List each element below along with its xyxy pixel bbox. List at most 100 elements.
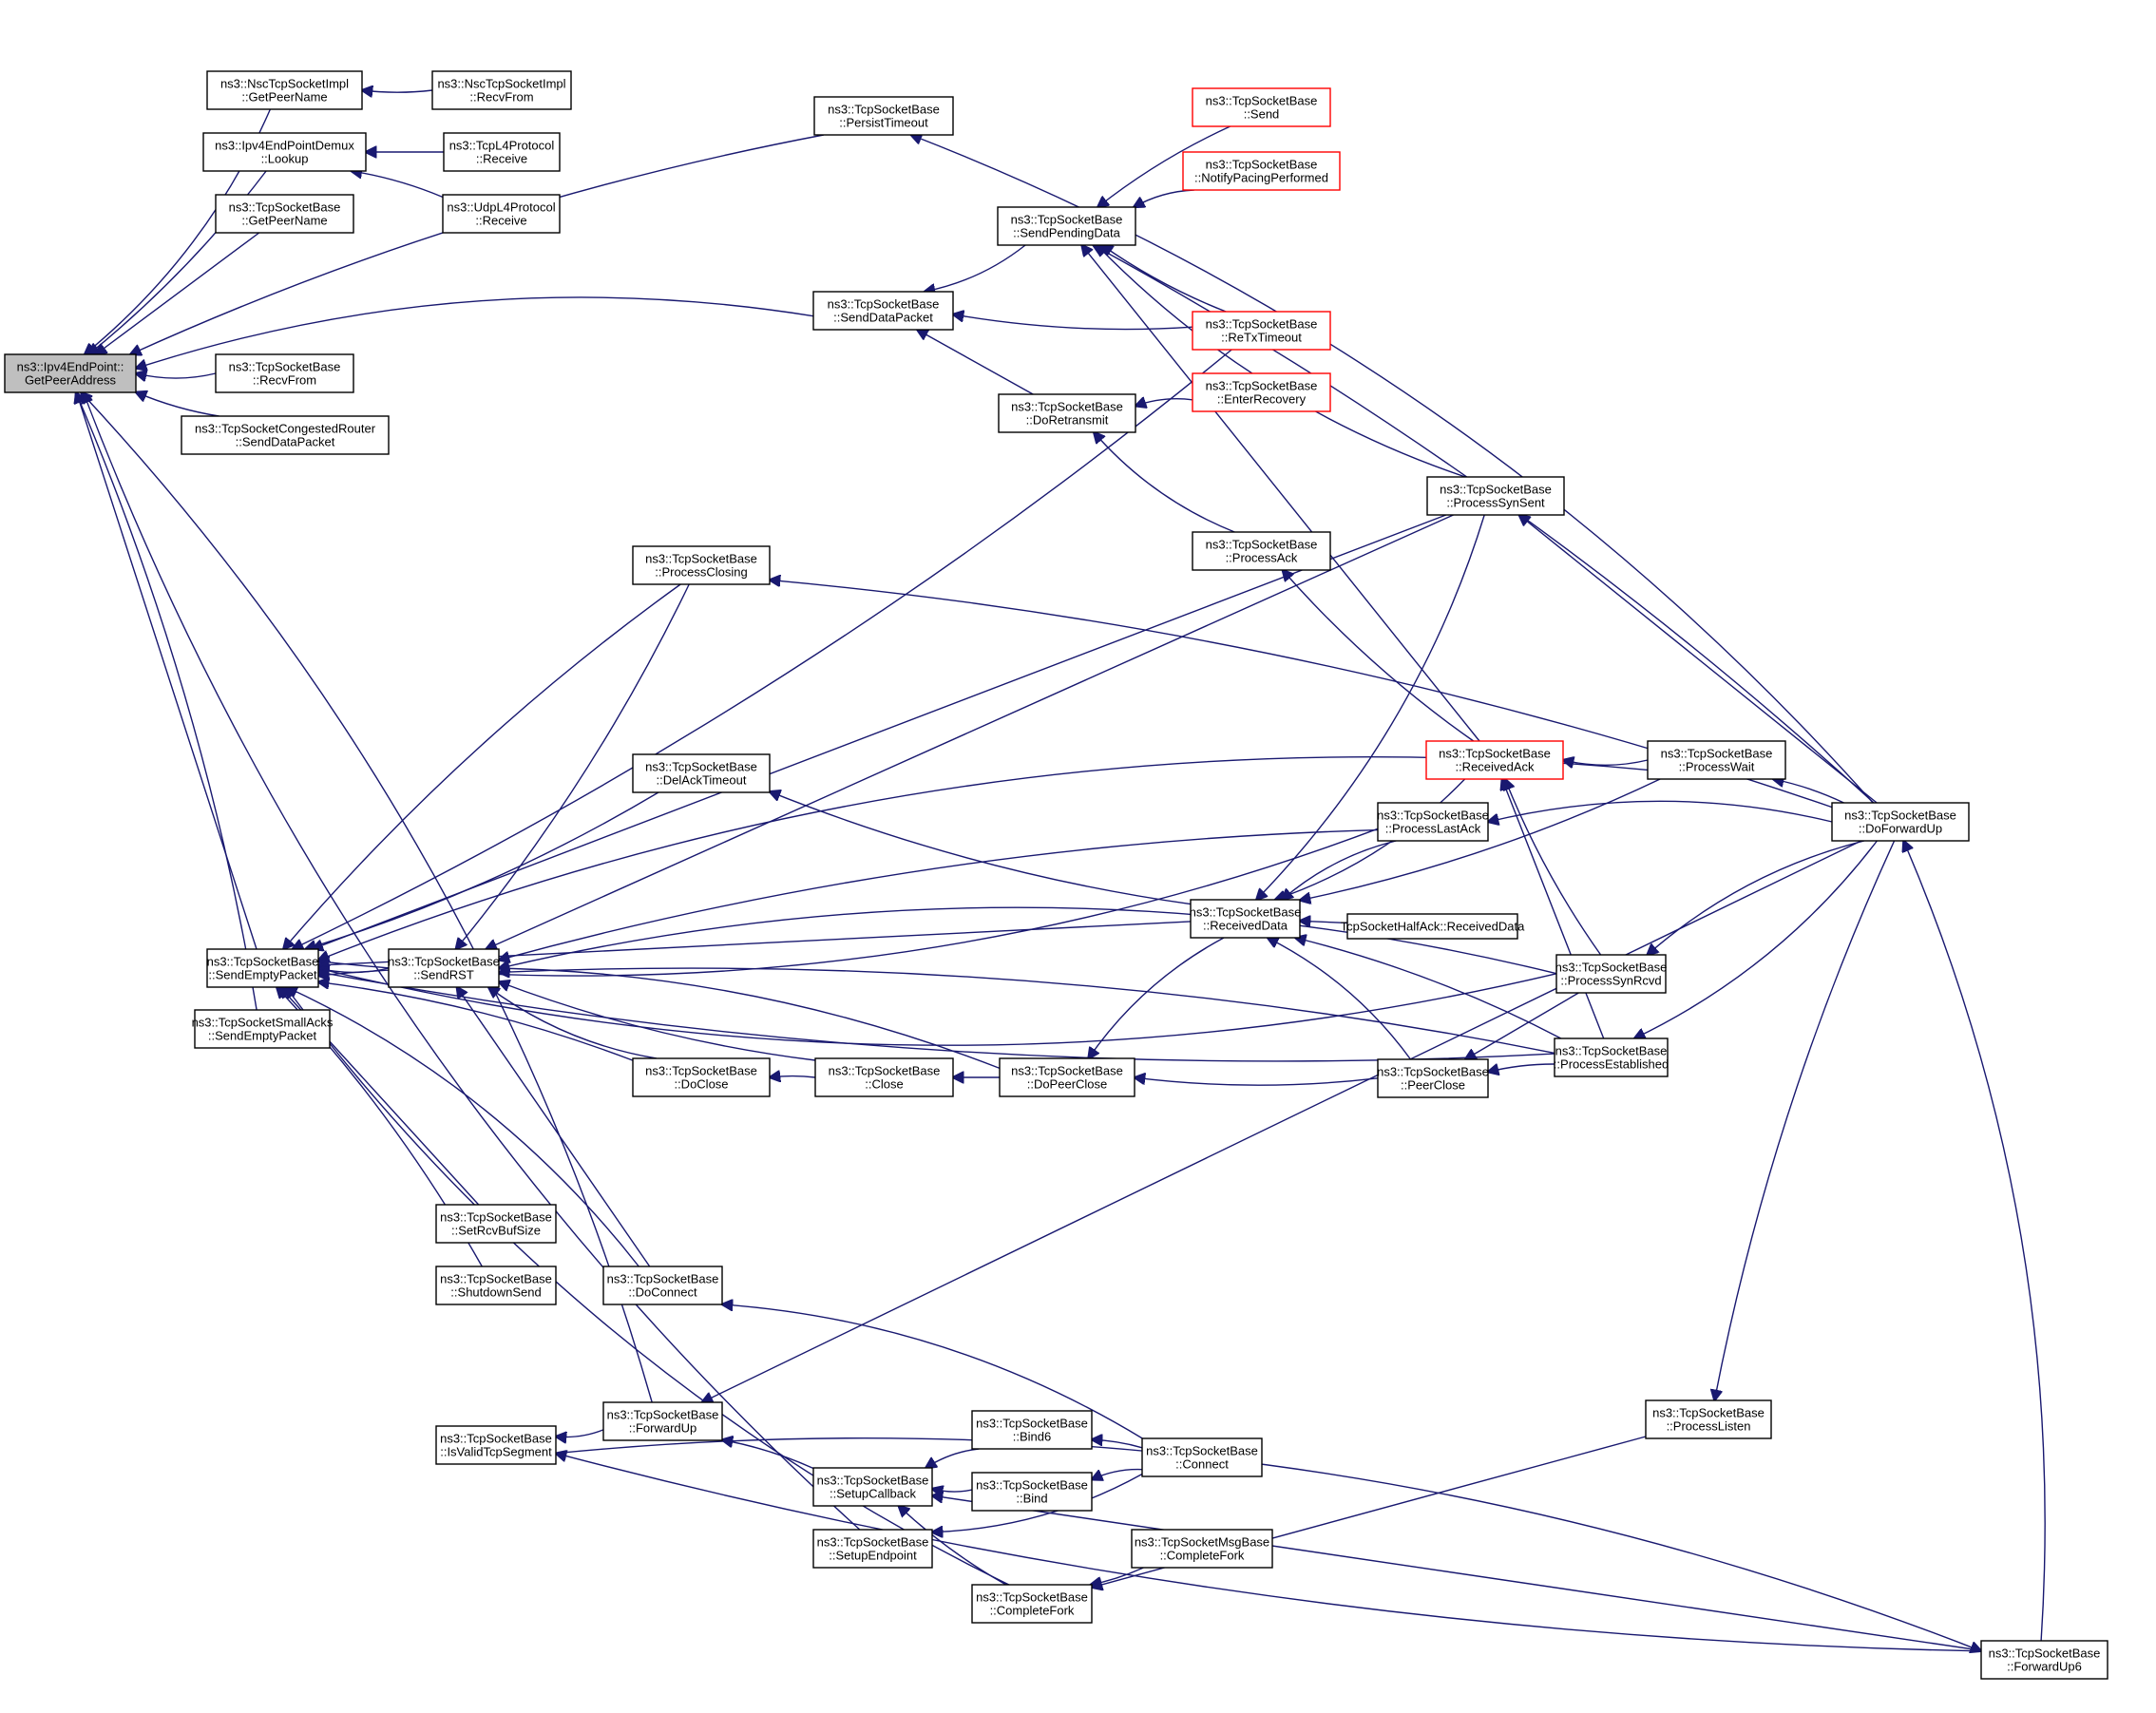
node-processsynrcvd[interactable]: ns3::TcpSocketBase::ProcessSynRcvd [1555, 954, 1668, 994]
node-box[interactable] [813, 96, 954, 136]
node-box[interactable] [1192, 531, 1331, 571]
node-box[interactable] [206, 70, 363, 110]
node-box[interactable] [1377, 1058, 1489, 1098]
node-box[interactable] [602, 1401, 723, 1441]
node-processack[interactable]: ns3::TcpSocketBase::ProcessAck [1192, 531, 1331, 571]
node-smallacks-sendempty[interactable]: ns3::TcpSocketSmallAcks::SendEmptyPacket [192, 1009, 334, 1049]
node-congested-senddata[interactable]: ns3::TcpSocketCongestedRouter::SendDataP… [181, 415, 390, 455]
node-processlisten[interactable]: ns3::TcpSocketBase::ProcessListen [1645, 1399, 1772, 1439]
node-box[interactable] [814, 1057, 954, 1097]
node-box[interactable] [1346, 913, 1518, 940]
node-box[interactable] [812, 291, 954, 331]
node-halfack-receiveddata[interactable]: TcpSocketHalfAck::ReceivedData [1341, 913, 1525, 940]
node-nsc-getpeername[interactable]: ns3::NscTcpSocketImpl::GetPeerName [206, 70, 363, 110]
node-box[interactable] [1192, 87, 1331, 127]
node-setupendpoint[interactable]: ns3::TcpSocketBase::SetupEndpoint [812, 1529, 933, 1569]
node-box[interactable] [388, 948, 500, 988]
node-isvalidtcpsegment[interactable]: ns3::TcpSocketBase::IsValidTcpSegment [435, 1425, 557, 1465]
node-senddatapacket[interactable]: ns3::TcpSocketBase::SendDataPacket [812, 291, 954, 331]
node-box[interactable] [999, 1057, 1135, 1097]
node-forwardup6[interactable]: ns3::TcpSocketBase::ForwardUp6 [1980, 1640, 2108, 1680]
node-box[interactable] [431, 70, 572, 110]
node-doforwardup[interactable]: ns3::TcpSocketBase::DoForwardUp [1831, 802, 1970, 842]
node-enterrecovery[interactable]: ns3::TcpSocketBase::EnterRecovery [1192, 372, 1331, 412]
node-nsc-recvfrom[interactable]: ns3::NscTcpSocketImpl::RecvFrom [431, 70, 572, 110]
node-forwardup[interactable]: ns3::TcpSocketBase::ForwardUp [602, 1401, 723, 1441]
node-box[interactable] [202, 132, 367, 172]
node-doclose[interactable]: ns3::TcpSocketBase::DoClose [632, 1057, 771, 1097]
node-box[interactable] [206, 948, 319, 988]
node-sendpendingdata[interactable]: ns3::TcpSocketBase::SendPendingData [997, 206, 1136, 246]
node-persisttimeout[interactable]: ns3::TcpSocketBase::PersistTimeout [813, 96, 954, 136]
node-setupcallback[interactable]: ns3::TcpSocketBase::SetupCallback [812, 1467, 933, 1507]
node-processestablished[interactable]: ns3::TcpSocketBase::ProcessEstablished [1554, 1037, 1669, 1077]
node-box[interactable] [1647, 740, 1786, 780]
node-dopeerclose[interactable]: ns3::TcpSocketBase::DoPeerClose [999, 1057, 1135, 1097]
node-receivedack[interactable]: ns3::TcpSocketBase::ReceivedAck [1425, 740, 1564, 780]
node-box[interactable] [632, 545, 771, 585]
node-box[interactable] [971, 1584, 1093, 1624]
node-box[interactable] [1141, 1437, 1263, 1477]
node-bind[interactable]: ns3::TcpSocketBase::Bind [971, 1472, 1093, 1512]
node-box[interactable] [971, 1410, 1093, 1450]
node-box[interactable] [971, 1472, 1093, 1512]
node-tsb-getpeername[interactable]: ns3::TcpSocketBase::GetPeerName [215, 194, 354, 234]
node-tcpl4-receive[interactable]: ns3::TcpL4Protocol::Receive [443, 132, 561, 172]
node-processsynsent[interactable]: ns3::TcpSocketBase::ProcessSynSent [1426, 476, 1565, 516]
node-box[interactable] [435, 1204, 557, 1244]
node-box[interactable] [443, 132, 561, 172]
node-tsb-recvfrom[interactable]: ns3::TcpSocketBase::RecvFrom [215, 353, 354, 393]
node-processwait[interactable]: ns3::TcpSocketBase::ProcessWait [1647, 740, 1786, 780]
node-send[interactable]: ns3::TcpSocketBase::Send [1192, 87, 1331, 127]
node-delacktimeout[interactable]: ns3::TcpSocketBase::DelAckTimeout [632, 753, 771, 793]
node-box[interactable] [1554, 1037, 1669, 1077]
node-sendrst[interactable]: ns3::TcpSocketBase::SendRST [388, 948, 500, 988]
node-udpl4-receive[interactable]: ns3::UdpL4Protocol::Receive [442, 194, 561, 234]
node-box[interactable] [632, 753, 771, 793]
node-root[interactable]: ns3::Ipv4EndPoint::GetPeerAddress [4, 353, 137, 393]
node-box[interactable] [215, 194, 354, 234]
node-processlastack[interactable]: ns3::TcpSocketBase::ProcessLastAck [1377, 802, 1489, 842]
node-ipv4-lookup[interactable]: ns3::Ipv4EndPointDemux::Lookup [202, 132, 367, 172]
node-processclosing[interactable]: ns3::TcpSocketBase::ProcessClosing [632, 545, 771, 585]
node-box[interactable] [1192, 372, 1331, 412]
node-msgbase-completefork[interactable]: ns3::TcpSocketMsgBase::CompleteFork [1131, 1529, 1273, 1569]
node-receiveddata[interactable]: ns3::TcpSocketBase::ReceivedData [1190, 899, 1302, 939]
node-box[interactable] [1192, 311, 1331, 351]
node-box[interactable] [1425, 740, 1564, 780]
node-doretransmit[interactable]: ns3::TcpSocketBase::DoRetransmit [998, 393, 1136, 433]
node-box[interactable] [435, 1266, 557, 1305]
node-box[interactable] [812, 1467, 933, 1507]
node-box[interactable] [998, 393, 1136, 433]
node-box[interactable] [215, 353, 354, 393]
node-box[interactable] [1190, 899, 1301, 939]
node-connect[interactable]: ns3::TcpSocketBase::Connect [1141, 1437, 1263, 1477]
node-doconnect[interactable]: ns3::TcpSocketBase::DoConnect [602, 1266, 723, 1305]
node-box[interactable] [1182, 151, 1341, 191]
node-box[interactable] [1645, 1399, 1772, 1439]
node-completefork[interactable]: ns3::TcpSocketBase::CompleteFork [971, 1584, 1093, 1624]
node-box[interactable] [442, 194, 561, 234]
node-box[interactable] [1426, 476, 1565, 516]
node-bind6[interactable]: ns3::TcpSocketBase::Bind6 [971, 1410, 1093, 1450]
node-box[interactable] [997, 206, 1136, 246]
node-box[interactable] [1131, 1529, 1273, 1569]
node-box[interactable] [435, 1425, 557, 1465]
node-close[interactable]: ns3::TcpSocketBase::Close [814, 1057, 954, 1097]
node-shutdownsend[interactable]: ns3::TcpSocketBase::ShutdownSend [435, 1266, 557, 1305]
node-box[interactable] [602, 1266, 723, 1305]
node-box[interactable] [4, 353, 137, 393]
node-peerclose[interactable]: ns3::TcpSocketBase::PeerClose [1377, 1058, 1489, 1098]
node-box[interactable] [812, 1529, 933, 1569]
node-notifypacing[interactable]: ns3::TcpSocketBase::NotifyPacingPerforme… [1182, 151, 1341, 191]
node-retxtimeout[interactable]: ns3::TcpSocketBase::ReTxTimeout [1192, 311, 1331, 351]
node-box[interactable] [194, 1009, 331, 1049]
node-box[interactable] [1980, 1640, 2108, 1680]
node-box[interactable] [632, 1057, 771, 1097]
node-box[interactable] [181, 415, 390, 455]
node-box[interactable] [1377, 802, 1489, 842]
node-setrcvbufsize[interactable]: ns3::TcpSocketBase::SetRcvBufSize [435, 1204, 557, 1244]
node-box[interactable] [1555, 954, 1667, 994]
node-sendemptypacket[interactable]: ns3::TcpSocketBase::SendEmptyPacket [206, 948, 319, 988]
node-box[interactable] [1831, 802, 1970, 842]
